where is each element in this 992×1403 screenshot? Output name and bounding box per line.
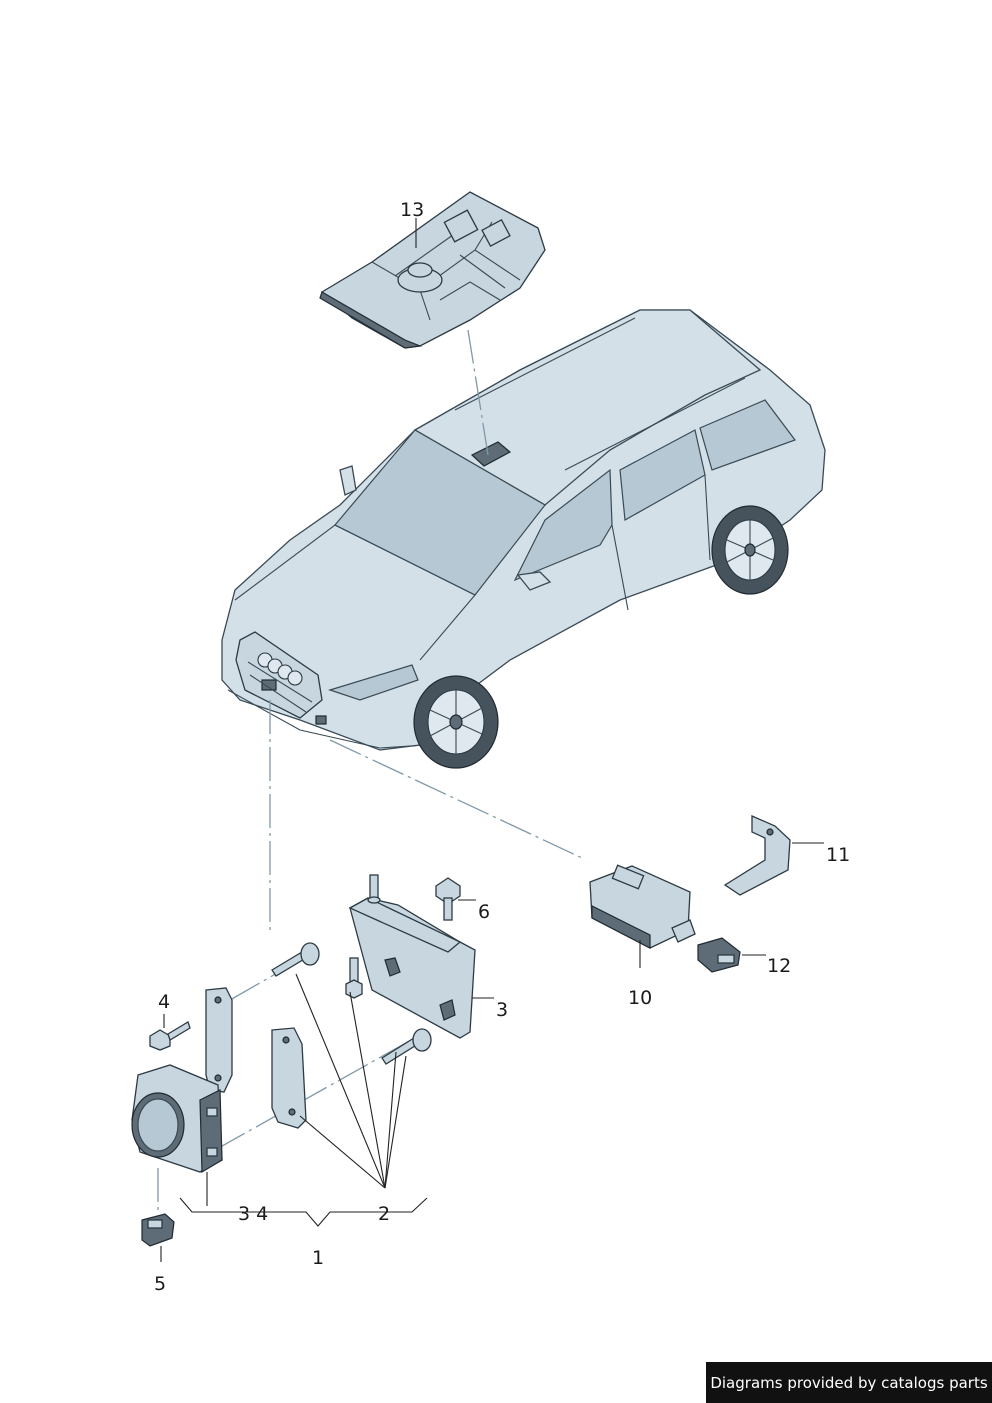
radar-mounting-bracket	[348, 874, 476, 1039]
callout-11: 11	[826, 844, 850, 866]
sensor-holder-left	[205, 987, 233, 1093]
callout-2: 2	[378, 1203, 390, 1225]
sensor-holder-right	[271, 1027, 307, 1129]
callout-12: 12	[767, 955, 791, 977]
callout-4: 4	[158, 991, 170, 1013]
callout-5: 5	[154, 1273, 166, 1295]
radar-sensor	[131, 1064, 223, 1174]
bolt-4	[149, 1021, 191, 1051]
connector-12	[697, 937, 741, 973]
alignment-lines	[157, 329, 583, 1210]
brand-rings	[257, 652, 303, 686]
callout-3-4: 3 4	[238, 1203, 268, 1225]
callout-6: 6	[478, 901, 490, 923]
control-unit-10	[589, 864, 696, 949]
credit-badge: Diagrams provided by catalogs parts	[706, 1362, 992, 1403]
connector-5	[141, 1213, 175, 1247]
callout-10: 10	[628, 987, 652, 1009]
bolt-6	[435, 877, 461, 921]
adjusting-screw-upper	[271, 942, 320, 977]
callout-labels: 13 6 3 4 10 11 12 3 4 2 1 5	[154, 199, 850, 1295]
bracket-11	[723, 815, 791, 896]
credit-text: Diagrams provided by catalogs parts	[710, 1373, 988, 1392]
adjusting-screw-lower	[381, 1028, 432, 1065]
vehicle-illustration	[221, 309, 826, 769]
callout-1: 1	[312, 1247, 324, 1269]
overhead-camera-housing	[319, 191, 546, 349]
bracket-bolt	[345, 957, 363, 999]
callout-3: 3	[496, 999, 508, 1021]
callout-13: 13	[400, 199, 424, 221]
leader-lines	[160, 218, 824, 1262]
